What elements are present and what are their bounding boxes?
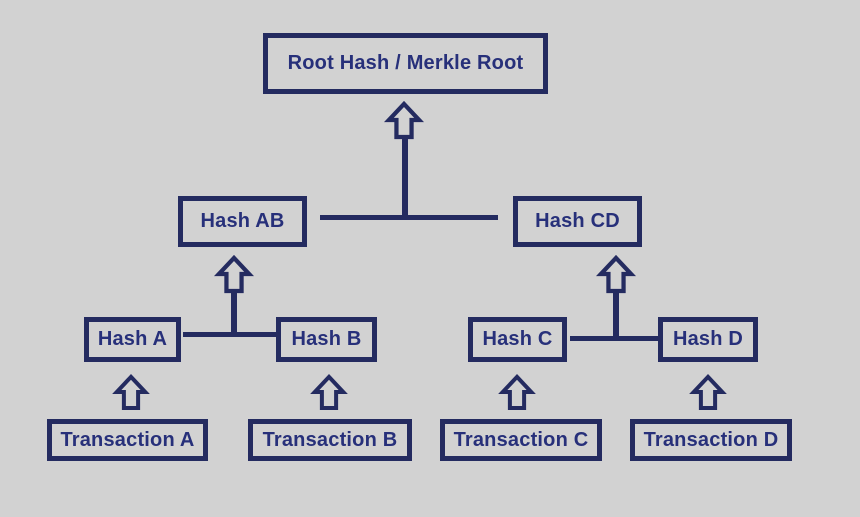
- up-arrow-icon: [689, 373, 727, 410]
- up-arrow-icon: [112, 373, 150, 410]
- connector-hashab-vertical: [231, 290, 237, 337]
- connector-root-vertical: [402, 136, 408, 220]
- node-hash-b: Hash B: [276, 317, 377, 362]
- up-arrow-icon: [595, 254, 637, 294]
- connector-hashcd-vertical: [613, 290, 619, 341]
- connector-hashab-hashcd: [320, 215, 498, 220]
- node-root-hash: Root Hash / Merkle Root: [263, 33, 548, 94]
- node-transaction-c: Transaction C: [440, 419, 602, 461]
- up-arrow-icon: [213, 254, 255, 294]
- up-arrow-icon: [310, 373, 348, 410]
- node-transaction-b: Transaction B: [248, 419, 412, 461]
- up-arrow-icon: [383, 100, 425, 140]
- node-transaction-a: Transaction A: [47, 419, 208, 461]
- up-arrow-icon: [498, 373, 536, 410]
- node-hash-d: Hash D: [658, 317, 758, 362]
- node-transaction-d: Transaction D: [630, 419, 792, 461]
- node-hash-ab: Hash AB: [178, 196, 307, 247]
- node-hash-cd: Hash CD: [513, 196, 642, 247]
- node-hash-c: Hash C: [468, 317, 567, 362]
- node-hash-a: Hash A: [84, 317, 181, 362]
- connector-hasha-hashb: [183, 332, 276, 337]
- connector-hashc-hashd: [570, 336, 658, 341]
